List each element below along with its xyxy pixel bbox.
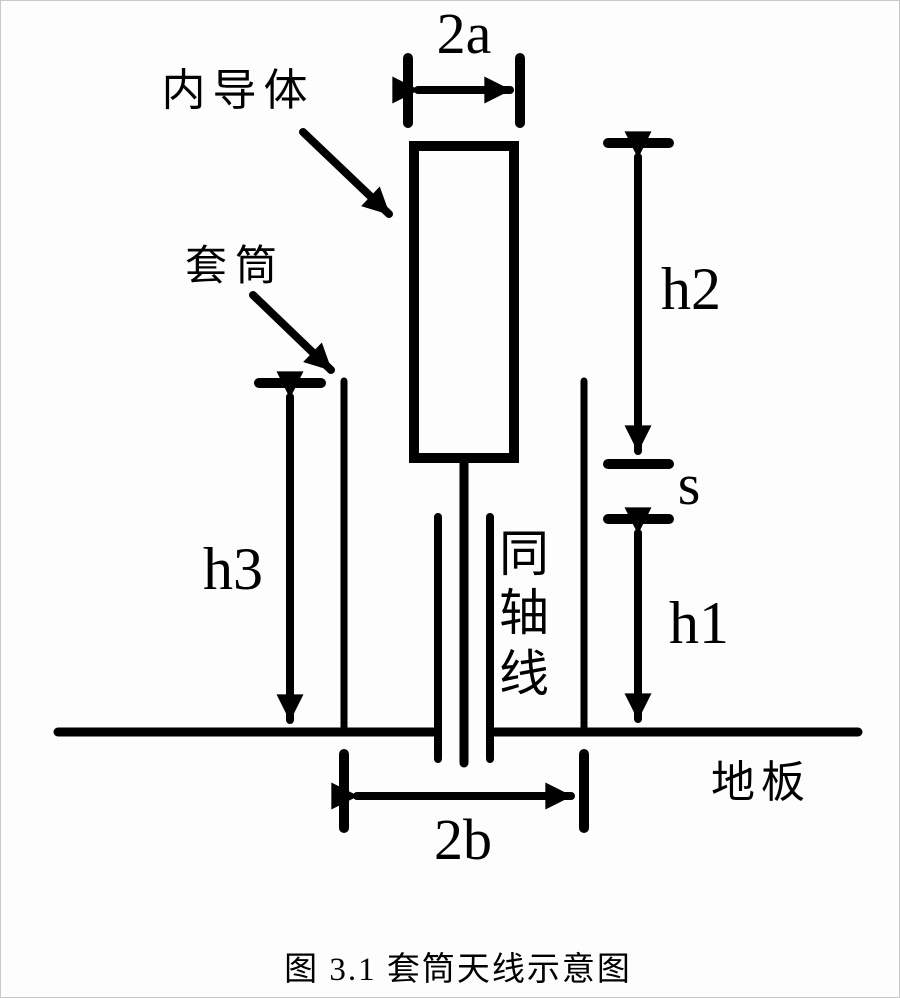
ground-plane-label: 地板 bbox=[711, 758, 811, 807]
dim-s-label: s bbox=[678, 452, 701, 517]
inner-conductor-label: 内导体 bbox=[162, 66, 315, 115]
dim-h1-label: h1 bbox=[669, 590, 729, 656]
inner-conductor-rect bbox=[409, 141, 519, 463]
coaxial-line-label-char3: 线 bbox=[499, 646, 549, 702]
dim-2a-label: 2a bbox=[437, 1, 492, 66]
sleeve-label: 套筒 bbox=[185, 244, 285, 290]
dim-h2-label: h2 bbox=[661, 256, 721, 322]
dim-h3-label: h3 bbox=[203, 536, 263, 602]
inner-conductor-pointer-arrow bbox=[299, 128, 393, 218]
coaxial-line-label-char2: 轴 bbox=[499, 585, 549, 641]
dim-2b-label: 2b bbox=[434, 807, 492, 872]
figure-caption: 图 3.1 套筒天线示意图 bbox=[284, 951, 632, 988]
coaxial-line-label-char1: 同 bbox=[499, 526, 549, 582]
sleeve-pointer-arrow bbox=[249, 291, 335, 374]
